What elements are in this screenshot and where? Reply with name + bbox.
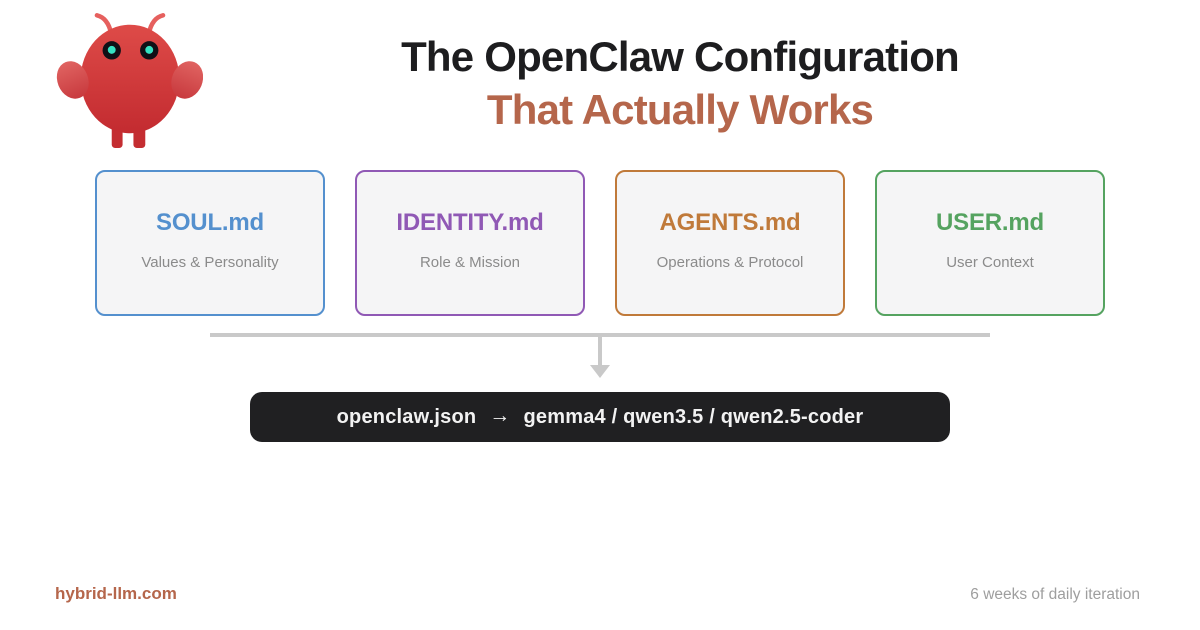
mascot-body	[80, 24, 180, 134]
output-pill: openclaw.json → gemma4 / qwen3.5 / qwen2…	[250, 392, 950, 442]
card-user-md: USER.md User Context	[875, 170, 1105, 316]
mascot-eyes	[102, 41, 159, 60]
pill-config-file: openclaw.json	[336, 405, 477, 428]
title-line-1: The OpenClaw Configuration	[401, 33, 960, 80]
card-user-title: USER.md	[936, 209, 1044, 236]
card-soul-subtitle: Values & Personality	[141, 254, 279, 271]
config-cards-row: SOUL.md Values & Personality IDENTITY.md…	[95, 170, 1105, 316]
card-identity-subtitle: Role & Mission	[419, 254, 521, 271]
openclaw-mascot-logo	[56, 13, 203, 149]
card-agents-title: AGENTS.md	[659, 209, 801, 236]
arrow-down-icon	[590, 365, 610, 378]
card-agents-md: AGENTS.md Operations & Protocol	[615, 170, 845, 316]
arrow-right-icon: →	[489, 404, 511, 427]
card-identity-title: IDENTITY.md	[396, 209, 544, 236]
card-user-subtitle: User Context	[946, 254, 1034, 271]
footer-note: 6 weeks of daily iteration	[970, 586, 1140, 603]
card-soul-title: SOUL.md	[156, 209, 264, 236]
card-identity-md: IDENTITY.md Role & Mission	[355, 170, 585, 316]
pill-models: gemma4 / qwen3.5 / qwen2.5-coder	[523, 405, 864, 428]
footer-site-url: hybrid-llm.com	[55, 584, 177, 603]
connector-vertical-line	[598, 335, 602, 366]
title-line-2: That Actually Works	[486, 86, 874, 133]
card-soul-md: SOUL.md Values & Personality	[95, 170, 325, 316]
page-title: The OpenClaw Configuration That Actually…	[220, 30, 1140, 136]
card-agents-subtitle: Operations & Protocol	[656, 254, 804, 271]
mascot-arms	[56, 61, 203, 99]
